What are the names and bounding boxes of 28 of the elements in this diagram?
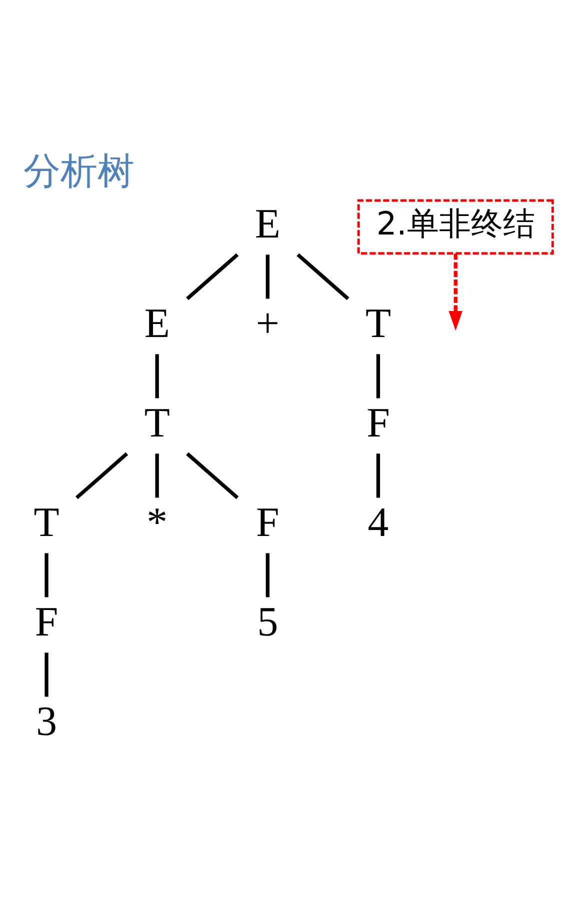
node-box: 2.单非终结 (357, 199, 554, 255)
connector (75, 452, 128, 500)
node-text: E (144, 301, 170, 348)
connector (266, 553, 270, 598)
node-text: E (254, 202, 280, 248)
connector (44, 652, 48, 697)
node-text: F (256, 500, 280, 546)
node-text: 5 (257, 600, 278, 646)
node-text: T (144, 400, 170, 447)
node-text: * (146, 500, 168, 546)
connector (266, 254, 270, 299)
node-text: T (34, 500, 60, 546)
connector (155, 354, 159, 398)
node-text: F (366, 400, 390, 447)
connector (376, 454, 380, 498)
connector (155, 454, 159, 498)
connector (186, 253, 239, 300)
node-text: + (256, 301, 280, 348)
node-text: 4 (368, 500, 389, 546)
diagram-title: 分析树 (24, 149, 135, 192)
node-text: T (365, 301, 391, 348)
connector (44, 553, 48, 598)
connector (186, 452, 239, 500)
connector (296, 253, 350, 300)
node-text: 3 (36, 699, 57, 746)
connector (376, 354, 380, 398)
arrow (448, 254, 462, 331)
node-text: F (34, 600, 58, 646)
